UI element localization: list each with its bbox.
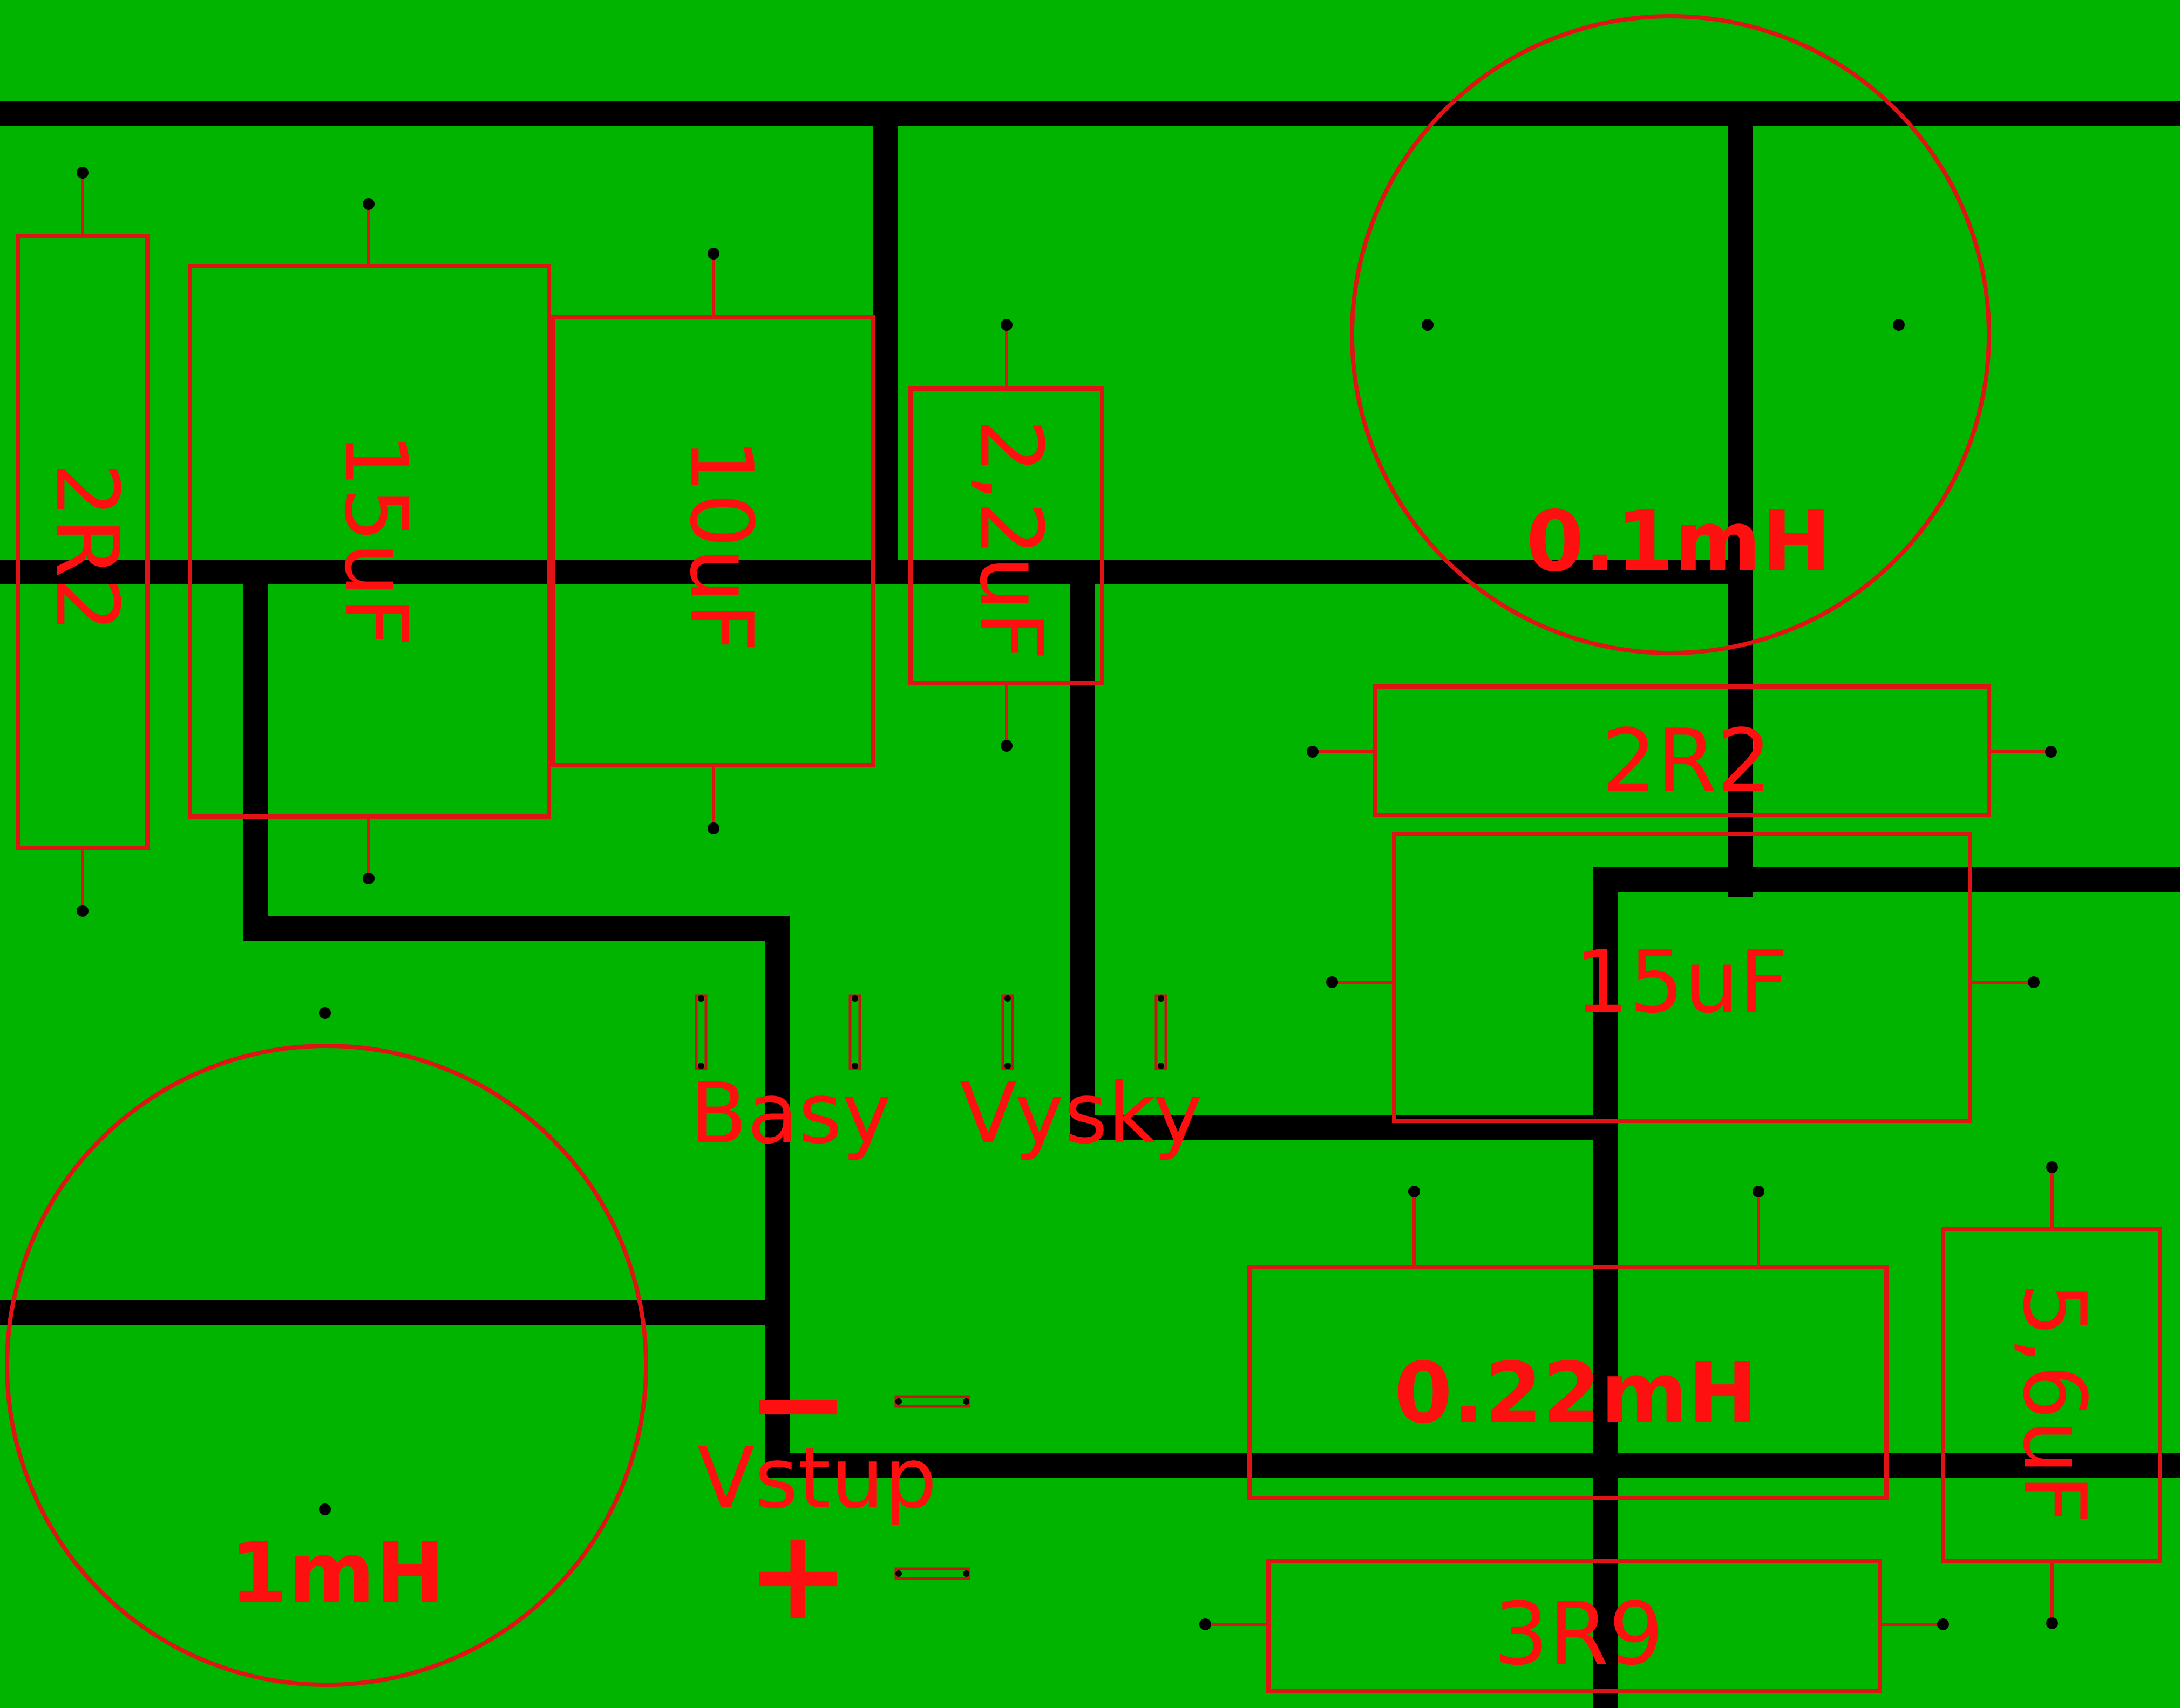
capacitor-5-6uf: 5,6uF [1941, 1161, 2162, 1629]
pad [1753, 1186, 1764, 1197]
body [1373, 684, 1991, 817]
body [908, 386, 1104, 685]
label: 2R2 [1602, 710, 1772, 811]
resistor-2r2-right: 2R2 [1307, 684, 2057, 817]
pad [319, 1007, 331, 1019]
pad [1307, 746, 1319, 758]
pad [77, 167, 89, 179]
label-vysky: Vysky [960, 1065, 1203, 1162]
copper-traces [0, 101, 2180, 1708]
pad [1422, 319, 1434, 331]
capacitor-2-2uf: 2,2uF [908, 319, 1104, 752]
label-basy: Basy [690, 1065, 892, 1162]
pad [319, 1503, 331, 1515]
label: 15uF [1574, 931, 1788, 1032]
label-vstup: Vstup [697, 1430, 937, 1527]
pad [1408, 1186, 1420, 1197]
label: 0.1mH [1526, 493, 1831, 590]
pad [1001, 319, 1013, 331]
label: 10uF [671, 438, 772, 652]
trace-right-rail [1593, 867, 2180, 1708]
resistor-3r9: 3R9 [1199, 1559, 1949, 1693]
label: 2R2 [37, 463, 138, 633]
body [188, 264, 551, 819]
body [5, 1044, 648, 1687]
connector-pin [1154, 994, 1167, 1070]
label: 3R9 [1494, 1583, 1664, 1684]
connector-pin [1001, 994, 1014, 1070]
inductor-0-1mh: 0.1mH [1350, 14, 1991, 655]
trace-vysky [1070, 560, 1618, 1140]
pad [1893, 319, 1905, 331]
connector-pin [894, 1395, 970, 1408]
capacitor-15uf-left: 15uF [188, 198, 551, 884]
pad [363, 873, 375, 884]
body [1266, 1559, 1882, 1693]
connector-pin [695, 994, 708, 1070]
pad [2028, 976, 2040, 988]
input-connector: − Vstup + [697, 1332, 970, 1648]
trace-left-drop [243, 560, 2180, 1478]
pad [1326, 976, 1338, 988]
body [1392, 832, 1972, 1123]
body [551, 315, 875, 767]
pad [2045, 746, 2057, 758]
pad [1937, 1618, 1949, 1630]
pad [708, 822, 719, 834]
pad [2046, 1617, 2058, 1629]
pad [1199, 1618, 1211, 1630]
label: 1mH [229, 1524, 445, 1622]
connector-pin [894, 1567, 970, 1580]
label: 2,2uF [961, 419, 1062, 661]
pad [2046, 1161, 2058, 1173]
capacitor-15uf-right: 15uF [1326, 832, 2040, 1123]
inductor-1mh: 1mH [5, 1007, 648, 1687]
capacitor-10uf: 10uF [551, 248, 875, 834]
pad [708, 248, 719, 260]
label-plus: + [746, 1503, 850, 1648]
body [1247, 1265, 1889, 1500]
pad [77, 905, 89, 917]
output-connectors: Basy Vysky [690, 994, 1203, 1162]
body [1350, 14, 1991, 655]
resistor-2r2-left: 2R2 [16, 167, 150, 917]
connector-pin [848, 994, 861, 1070]
label: 0.22mH [1394, 1344, 1758, 1442]
label: 5,6uF [2004, 1282, 2105, 1524]
label: 15uF [325, 432, 426, 647]
label-minus: − [746, 1332, 850, 1476]
pad [363, 198, 375, 210]
inductor-0-22mh: 0.22mH [1247, 1186, 1889, 1500]
pad [1001, 740, 1013, 752]
body [16, 234, 150, 850]
body [1941, 1227, 2162, 1563]
